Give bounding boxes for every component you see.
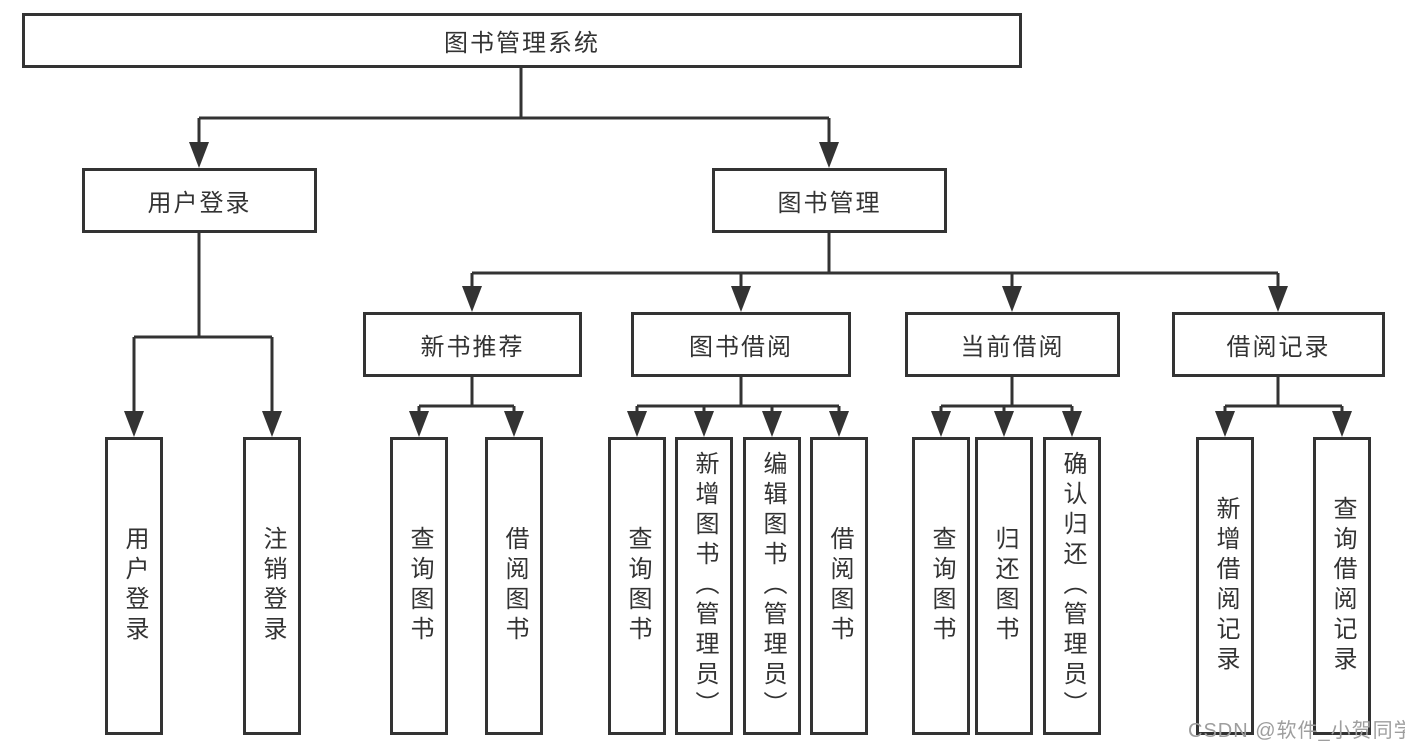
- leaf-query-books-recommend: 查询图书: [390, 437, 448, 735]
- node-new-book-recommend-label: 新书推荐: [420, 334, 525, 361]
- leaf-user-login-label: 用户登录: [121, 526, 148, 646]
- leaf-return-books-label: 归还图书: [991, 526, 1018, 646]
- leaf-borrow-books-label: 借阅图书: [826, 526, 853, 646]
- node-borrowing-records: 借阅记录: [1172, 312, 1385, 377]
- node-book-management: 图书管理: [712, 168, 947, 233]
- leaf-query-books-current: 查询图书: [912, 437, 970, 735]
- leaf-add-borrow-record-label: 新增借阅记录: [1212, 496, 1239, 676]
- node-book-borrowing: 图书借阅: [631, 312, 851, 377]
- node-book-borrowing-label: 图书借阅: [689, 334, 793, 361]
- leaf-query-books-recommend-label: 查询图书: [406, 526, 433, 646]
- leaf-confirm-return-admin: 确认归还（管理员）: [1043, 437, 1101, 735]
- leaf-query-books-borrowing: 查询图书: [608, 437, 666, 735]
- leaf-edit-books-admin-label: 编辑图书（管理员）: [759, 451, 786, 721]
- leaf-add-books-admin-label: 新增图书（管理员）: [691, 451, 718, 721]
- leaf-borrow-books-recommend-label: 借阅图书: [501, 526, 528, 646]
- leaf-borrow-books-recommend: 借阅图书: [485, 437, 543, 735]
- leaf-query-borrow-record: 查询借阅记录: [1313, 437, 1371, 735]
- leaf-edit-books-admin: 编辑图书（管理员）: [743, 437, 801, 735]
- leaf-logout: 注销登录: [243, 437, 301, 735]
- arrowheads: [124, 142, 1352, 437]
- node-borrowing-records-label: 借阅记录: [1226, 334, 1331, 361]
- node-book-management-label: 图书管理: [777, 190, 882, 217]
- leaf-add-books-admin: 新增图书（管理员）: [675, 437, 733, 735]
- node-current-borrowing-label: 当前借阅: [960, 334, 1065, 361]
- leaf-query-books-borrowing-label: 查询图书: [624, 526, 651, 646]
- leaf-logout-label: 注销登录: [259, 526, 286, 646]
- node-user-login: 用户登录: [82, 168, 317, 233]
- leaf-add-borrow-record: 新增借阅记录: [1196, 437, 1254, 735]
- csdn-watermark: CSDN @软件_小贺同学: [1188, 720, 1405, 742]
- node-current-borrowing: 当前借阅: [905, 312, 1120, 377]
- node-library-system: 图书管理系统: [22, 13, 1022, 68]
- node-user-login-label: 用户登录: [147, 190, 252, 217]
- leaf-return-books: 归还图书: [975, 437, 1033, 735]
- leaf-confirm-return-admin-label: 确认归还（管理员）: [1059, 451, 1086, 721]
- leaf-user-login: 用户登录: [105, 437, 163, 735]
- node-library-system-label: 图书管理系统: [444, 30, 600, 57]
- leaf-query-books-current-label: 查询图书: [928, 526, 955, 646]
- node-new-book-recommend: 新书推荐: [363, 312, 582, 377]
- leaf-borrow-books: 借阅图书: [810, 437, 868, 735]
- leaf-query-borrow-record-label: 查询借阅记录: [1329, 496, 1356, 676]
